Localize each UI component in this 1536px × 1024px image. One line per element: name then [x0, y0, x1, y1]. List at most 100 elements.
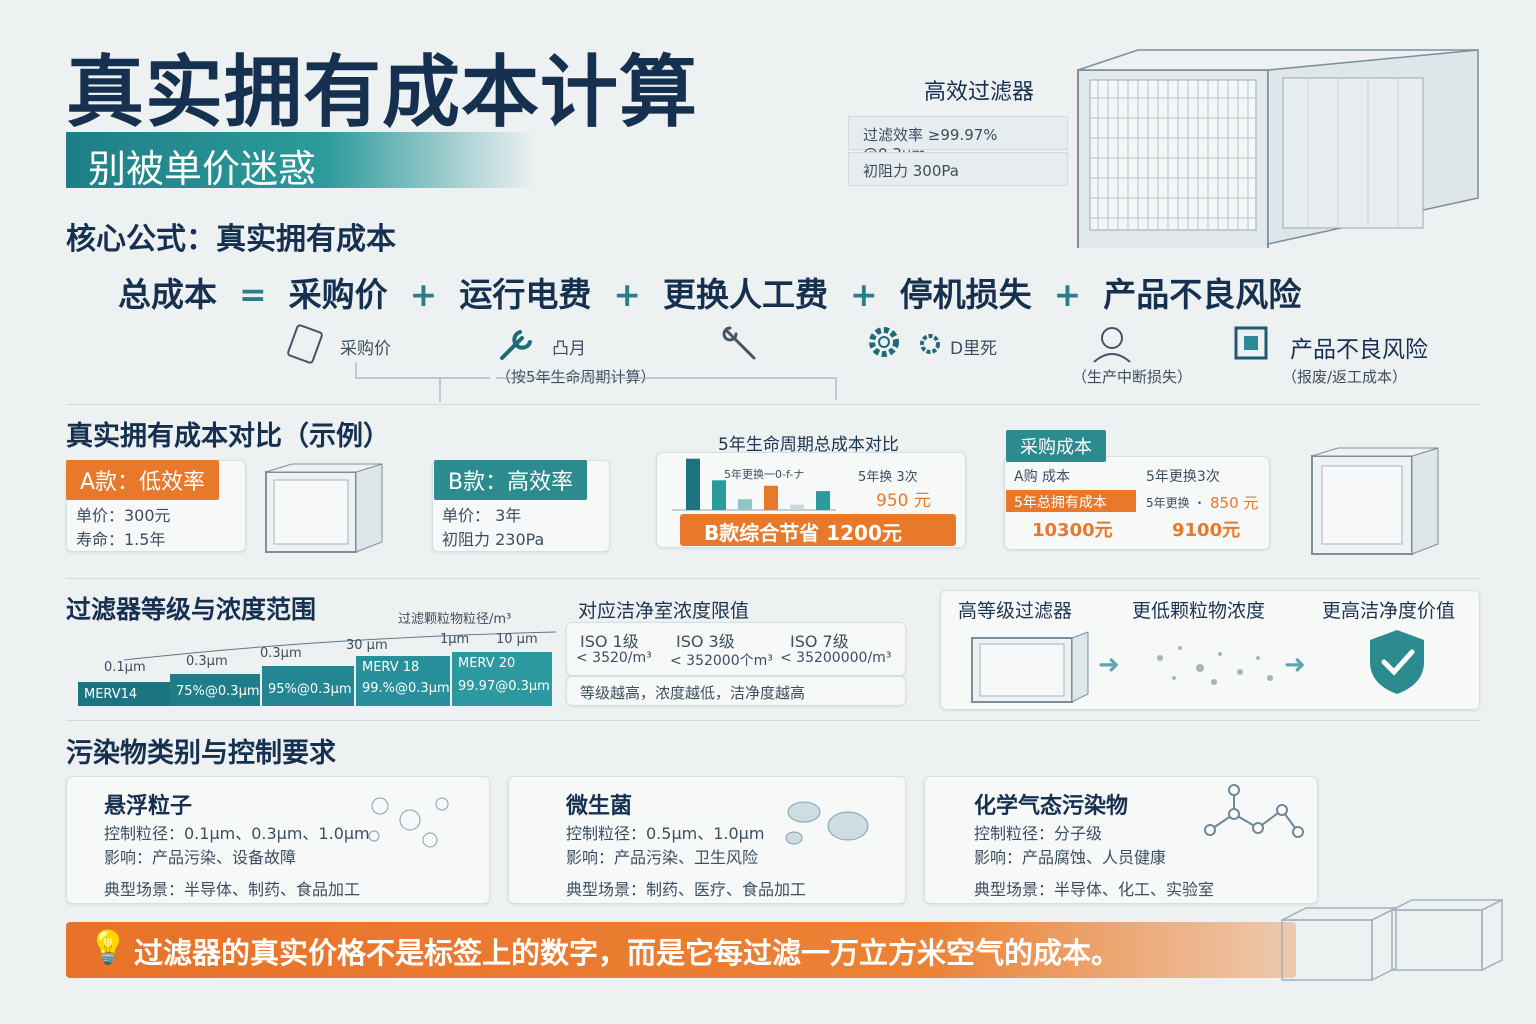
icon-label-downtime: D里死 — [950, 339, 998, 359]
size-label: 0.3μm — [260, 646, 302, 661]
gear-small-icon — [920, 334, 940, 354]
chart-bar — [686, 458, 700, 510]
arrow-right-icon: ➜ — [1284, 650, 1306, 680]
clean-note: 等级越高，浓度越低，洁净度越高 — [580, 684, 806, 702]
cost-table-tag: 采购成本 — [1006, 430, 1106, 462]
size-label: 0.3μm — [186, 654, 228, 669]
chart-bar — [790, 504, 804, 510]
icon-sub-defect: （报废/返工成本） — [1282, 368, 1408, 386]
tag-model-b: B款：高效率 — [434, 460, 588, 500]
pollutant-line: 控制粒径：0.1μm、0.3μm、1.0μm — [104, 824, 370, 843]
grade-step-name: MERV 20 — [458, 656, 516, 671]
cost-table-r1c2: 5年更换3次 — [1146, 469, 1220, 485]
formula-term: 运行电费 — [459, 275, 592, 314]
page-subtitle: 别被单价迷惑 — [88, 147, 317, 191]
grade-axis — [123, 631, 557, 661]
divider — [66, 404, 1480, 405]
grade-step-name: MERV 18 — [362, 660, 420, 675]
clean-title: 对应洁净室浓度限值 — [578, 600, 750, 622]
chart-bar — [816, 491, 830, 510]
grade-step-merv18: MERV 18 99.%@0.3μm — [356, 656, 450, 706]
grade-step-merv14: MERV14 — [78, 682, 170, 706]
lightbulb-icon: 💡 — [88, 928, 128, 966]
pollutant-line: 控制粒径：0.5μm、1.0μm — [566, 824, 765, 843]
pollutant-line: 典型场景：制药、医疗、食品加工 — [566, 880, 807, 899]
iso-table — [566, 622, 906, 676]
grade-step-eff: 99.97@0.3μm — [458, 679, 550, 694]
cost-table-r2c1: 5年总拥有成本 — [1014, 495, 1107, 511]
flow-step: 更高洁净度价值 — [1322, 600, 1456, 622]
cost-table-r1c1: A购 成本 — [1014, 469, 1071, 485]
pollutant-card-particles — [66, 776, 490, 904]
formula-op: + — [613, 275, 641, 314]
pollutant-line: 典型场景：半导体、化工、实验室 — [974, 880, 1215, 899]
clean-note-box — [566, 676, 906, 706]
microbe-icon — [785, 801, 869, 845]
iso-class: ISO 7级 — [790, 632, 849, 651]
size-label: 30 μm — [346, 638, 388, 653]
formula-op: + — [409, 275, 438, 314]
cost-table-highlight — [1006, 490, 1136, 512]
flow-step: 更低颗粒物浓度 — [1132, 600, 1266, 622]
page-title: 真实拥有成本计算 — [66, 48, 699, 138]
grade-step-3: 95%@0.3μm — [262, 666, 354, 706]
wrench-icon — [500, 330, 532, 360]
formula-term: 停机损失 — [899, 275, 1032, 314]
chart-bar — [738, 499, 752, 510]
icon-sub-downtime: （生产中断损失） — [1072, 368, 1193, 386]
model-a-life: 寿命：1.5年 — [76, 530, 166, 549]
formula-term: 采购价 — [288, 275, 388, 314]
chart-title: 5年生命周期总成本对比 — [718, 435, 899, 455]
cost-table-r3c1: 10300元 — [1032, 520, 1113, 541]
hepa-spec-efficiency: 过滤效率 ≥99.97% @0.3μm — [848, 116, 1068, 163]
cost-bar-chart — [672, 458, 836, 511]
grade-step-eff: 99.%@0.3μm — [362, 681, 450, 696]
icon-label-defect: 产品不良风险 — [1290, 337, 1428, 363]
worker-icon — [1093, 327, 1131, 363]
shield-check-icon — [1370, 630, 1424, 694]
cost-table-r2c2a: 5年更换 ・ — [1146, 496, 1206, 510]
pollutants-heading: 污染物类别与控制要求 — [66, 738, 336, 769]
chart-right-note: 5年换 3次 — [858, 470, 918, 485]
cost-table-r2c2b: 850 元 — [1210, 494, 1259, 512]
formula-op: + — [849, 275, 878, 314]
model-a-price: 单价：300元 — [76, 506, 171, 525]
grade-heading: 过滤器等级与浓度范围 — [66, 595, 317, 624]
divider — [66, 578, 1480, 579]
tag-model-a: A款：低效率 — [66, 460, 220, 500]
bottom-banner — [66, 922, 1296, 978]
pollutant-title: 悬浮粒子 — [104, 794, 193, 819]
molecule-icon — [1204, 784, 1304, 838]
icon-label-power: 凸月 — [552, 339, 586, 359]
formula: 总成本=采购价+运行电费+更换人工费+停机损失+产品不良风险 — [118, 268, 1301, 316]
pollutant-title: 微生菌 — [566, 794, 633, 819]
size-label: 10 μm — [496, 632, 538, 647]
chart-bar — [712, 480, 726, 510]
subtitle-bar — [66, 132, 536, 188]
grade-axis-label: 过滤颗粒物粒径/m³ — [398, 612, 512, 627]
pollutant-line: 典型场景：半导体、制药、食品加工 — [104, 880, 361, 899]
grade-step-merv20: MERV 20 99.97@0.3μm — [452, 652, 552, 706]
size-label: 0.1μm — [104, 660, 146, 675]
particles-icon — [1157, 646, 1273, 685]
iso-limit: < 35200000/m³ — [780, 650, 892, 666]
pollutant-line: 控制粒径：分子级 — [974, 824, 1103, 843]
compare-heading: 真实拥有成本对比（示例） — [66, 421, 390, 452]
model-b-resistance: 初阻力 230Pa — [442, 530, 545, 549]
particles-cluster-icon — [368, 797, 449, 848]
pollutant-line: 影响：产品污染、卫生风险 — [566, 848, 759, 867]
arrow-right-icon: ➜ — [1098, 650, 1120, 680]
formula-term: 产品不良风险 — [1103, 275, 1302, 314]
formula-term: 更换人工费 — [662, 275, 828, 314]
formula-heading: 核心公式：真实拥有成本 — [66, 222, 396, 257]
iso-class: ISO 1级 — [580, 632, 639, 651]
filter-small-illustration — [971, 631, 1089, 703]
hepa-spec-resistance: 初阻力 300Pa — [848, 152, 1068, 186]
chart-right-value: 950 元 — [876, 491, 931, 511]
hepa-filter-illustration — [1077, 49, 1479, 248]
iso-class: ISO 3级 — [676, 632, 735, 651]
savings-text: B款综合节省 1200元 — [704, 521, 902, 545]
pollutant-card-chemical — [924, 776, 1318, 904]
grade-step-2: 75%@0.3μm — [170, 674, 260, 706]
connector-lines — [355, 362, 837, 402]
